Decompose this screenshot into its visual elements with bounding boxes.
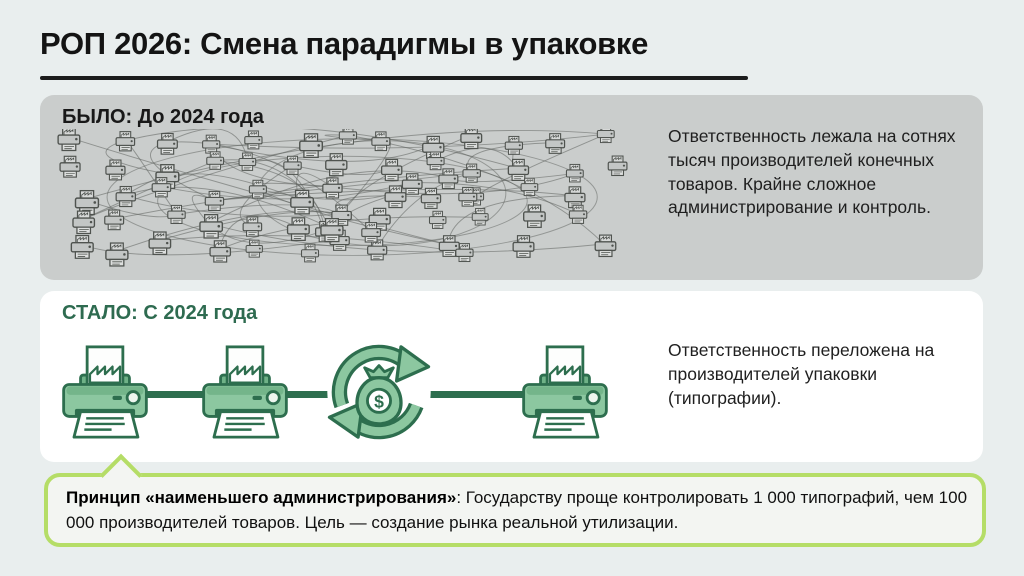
callout-rest-text: : Государству проще контролировать 1 000… <box>66 488 968 532</box>
panel-after: СТАЛО: С 2024 года Ответственность перел… <box>40 291 983 462</box>
panel-before: БЫЛО: До 2024 года Ответственность лежал… <box>40 95 983 280</box>
svg-text:$: $ <box>374 391 384 411</box>
money-recycle-icon: $ <box>327 340 431 444</box>
printer-icon <box>202 345 288 439</box>
chaotic-network-graphic <box>57 129 628 267</box>
panel-before-description: Ответственность лежала на сотнях тысяч п… <box>668 126 956 218</box>
title-underline <box>40 76 748 80</box>
panel-after-header: СТАЛО: С 2024 года <box>62 302 258 324</box>
printer-icon <box>522 345 608 439</box>
printer-icon <box>62 345 148 439</box>
panel-after-description: Ответственность переложена на производит… <box>668 340 935 408</box>
callout-text: Принцип «наименьшего администрирования»:… <box>66 486 968 535</box>
page-title: РОП 2026: Смена парадигмы в упаковке <box>40 26 649 61</box>
panel-before-header: БЫЛО: До 2024 года <box>62 106 264 128</box>
callout-principle: Принцип «наименьшего администрирования»:… <box>44 453 986 547</box>
callout-lead-text: Принцип «наименьшего администрирования» <box>66 488 457 507</box>
